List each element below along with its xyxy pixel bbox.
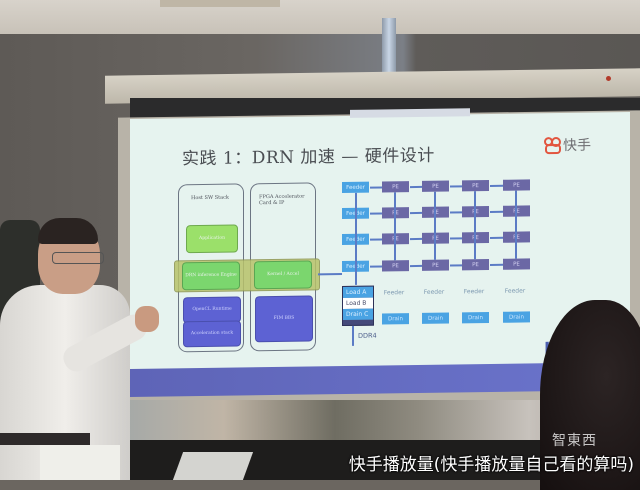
- drain-1: Drain: [382, 313, 409, 325]
- drain-c: Drain C: [343, 308, 373, 321]
- pe-1-4: PE: [503, 179, 530, 191]
- arrow-icon: [515, 190, 517, 259]
- slide-title: 实践 1：DRN 加速 — 硬件设计: [182, 145, 435, 170]
- link-arrow-icon: [318, 273, 342, 276]
- pe-4-1: PE: [382, 260, 409, 272]
- housing-led-icon: [606, 76, 611, 81]
- arrow-icon: [355, 192, 357, 285]
- arrow-icon: [370, 265, 382, 268]
- slide-top-tab: [350, 108, 470, 118]
- laptop: [172, 452, 254, 480]
- host-stack-label: Host SW Stack: [191, 194, 229, 202]
- wall-light-strip: [382, 18, 396, 88]
- logo-text: 快手: [563, 137, 591, 154]
- kuaishou-logo-icon: [544, 136, 561, 155]
- presenter-belt: [0, 433, 90, 445]
- audience-member-head: [540, 300, 640, 490]
- load-b: Load B: [343, 297, 373, 310]
- kernel-accel-block: Kernel / Accel: [254, 260, 312, 290]
- arrow-icon: [370, 238, 382, 241]
- pe-1-3: PE: [462, 179, 489, 192]
- drain-3: Drain: [462, 311, 489, 324]
- kuaishou-logo: 快手: [544, 135, 591, 156]
- pe-4-2: PE: [422, 259, 449, 271]
- ddr4-arrow-icon: [352, 325, 354, 346]
- paper-stack: [40, 445, 120, 480]
- caption-overlay: 快手播放量(快手播放量自己看的算吗): [348, 455, 634, 475]
- arrow-icon: [410, 237, 422, 241]
- load-a: Load A: [343, 286, 373, 299]
- opencl-runtime-block: OpenCL Runtime: [183, 296, 241, 324]
- arrow-icon: [474, 191, 476, 260]
- fim-bbs-block: FIM BBS: [255, 295, 313, 343]
- arrow-icon: [450, 264, 462, 267]
- pe-1-1: PE: [382, 181, 409, 193]
- watermark: 智東西: [552, 433, 597, 449]
- acceleration-stack-block: Acceleration stack: [183, 320, 241, 348]
- ceiling: [0, 0, 640, 34]
- arrow-icon: [490, 236, 503, 239]
- pe-4-3: PE: [462, 258, 489, 271]
- application-block: Application: [186, 224, 238, 254]
- drain-4: Drain: [503, 311, 530, 323]
- arrow-icon: [410, 185, 422, 189]
- feeder-row-1: Feeder: [342, 181, 369, 194]
- pe-4-4: PE: [503, 258, 530, 270]
- presenter-hair: [38, 218, 98, 244]
- ddr4-label: DDR4: [358, 331, 377, 340]
- arrow-icon: [370, 186, 382, 189]
- bottom-feeder-1: Feeder: [383, 288, 405, 296]
- load-unit: Load A Load B Drain C: [342, 285, 374, 327]
- arrow-icon: [434, 191, 436, 260]
- arrow-icon: [490, 210, 503, 213]
- arrow-icon: [490, 263, 503, 266]
- arrow-icon: [370, 212, 382, 215]
- bottom-feeder-2: Feeder: [423, 288, 445, 296]
- bottom-feeder-4: Feeder: [504, 286, 526, 295]
- bottom-feeder-3: Feeder: [463, 287, 485, 295]
- arrow-icon: [410, 211, 422, 215]
- arrow-icon: [410, 264, 422, 268]
- drain-2: Drain: [422, 312, 449, 324]
- arrow-icon: [394, 192, 396, 261]
- arrow-icon: [450, 211, 462, 214]
- glasses-icon: [52, 252, 104, 264]
- arrow-icon: [450, 237, 462, 240]
- pe-1-2: PE: [422, 180, 449, 192]
- arrow-icon: [490, 184, 503, 187]
- drn-inference-engine-block: DRN inference Engine: [182, 261, 240, 291]
- arrow-icon: [450, 185, 462, 188]
- ceiling-fixture: [160, 0, 280, 7]
- fpga-stack-label: FPGA Accelerator Card & IP: [259, 193, 305, 207]
- presenter-hand: [135, 306, 159, 332]
